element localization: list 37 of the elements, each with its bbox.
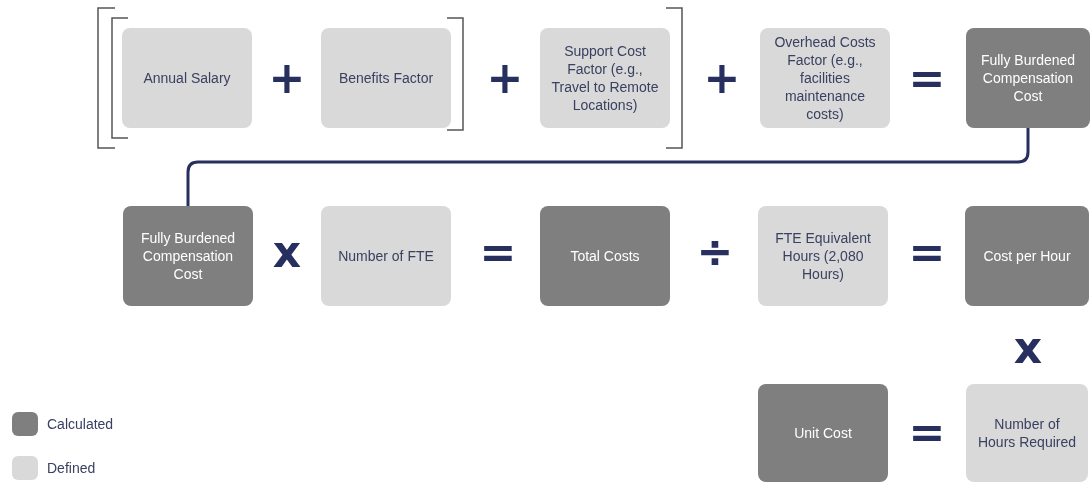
defined-box	[321, 206, 451, 306]
calculated-box	[758, 384, 888, 482]
defined-box	[540, 28, 670, 128]
defined-box	[758, 206, 888, 306]
defined-box	[966, 384, 1088, 482]
operator-symbol: +	[486, 56, 524, 100]
box-label: Fully Burdened Compensation Cost	[139, 228, 237, 284]
calculated-box	[965, 206, 1089, 306]
calculated-box	[540, 206, 670, 306]
box-label: Fully Burdened Compensation Cost	[979, 50, 1077, 106]
operator-symbol: =	[908, 230, 946, 274]
calculated-box	[966, 28, 1090, 128]
operator-symbol: =	[908, 56, 946, 100]
legend-label: Defined	[47, 460, 96, 476]
box-label: Number of Hours Required	[976, 414, 1078, 452]
operator-symbol: +	[268, 56, 306, 100]
operator-symbol: x	[272, 230, 302, 274]
operator-symbol: ÷	[696, 230, 734, 274]
operator-symbol: =	[908, 410, 946, 454]
box-label: Cost per Hour	[983, 246, 1071, 266]
box-label: FTE Equivalent Hours (2,080 Hours)	[774, 228, 872, 284]
operator-symbol: +	[703, 56, 741, 100]
box-label: Overhead Costs Factor (e.g., facilities maintenance costs)	[773, 32, 877, 124]
box-label: Number of FTE	[338, 246, 434, 266]
box-label: Support Cost Factor (e.g., Travel to Remote Locations)	[550, 41, 660, 115]
defined-box	[321, 28, 451, 128]
box-label: Benefits Factor	[338, 68, 434, 88]
operator-symbol: x	[1013, 326, 1043, 370]
operator-symbol: =	[479, 230, 517, 274]
calculated-box	[123, 206, 253, 306]
defined-box	[760, 28, 890, 128]
defined-box	[122, 28, 252, 128]
box-label: Annual Salary	[143, 68, 231, 88]
box-label: Unit Cost	[794, 423, 852, 443]
box-label: Total Costs	[570, 246, 640, 266]
connector-line	[186, 128, 1030, 206]
legend-label: Calculated	[47, 416, 114, 432]
